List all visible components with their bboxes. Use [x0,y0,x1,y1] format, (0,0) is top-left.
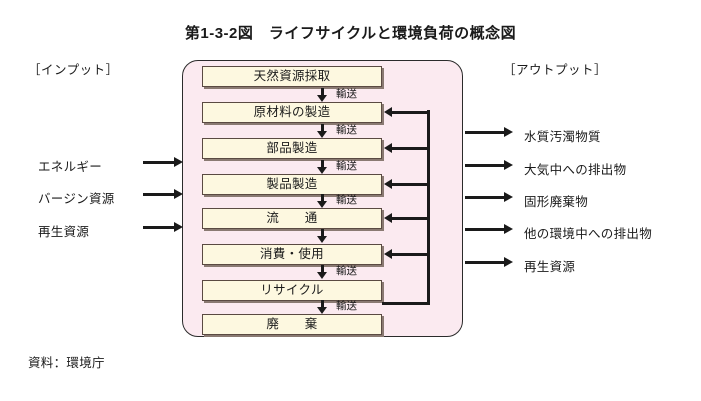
stage-label: 製品製造 [266,177,318,192]
output-label-other-environmental-emissions: 他の環境中への排出物 [524,227,653,241]
output-label-water-pollutants: 水質汚濁物質 [524,130,601,144]
right-arrow-icon [465,127,513,138]
input-label-recycled-resources: 再生資源 [38,225,90,239]
output-label-air-emissions: 大気中への排出物 [524,163,627,177]
right-arrow-icon [465,192,513,203]
stage-box-natural-resource-extraction[interactable]: 天然資源採取 [202,66,382,87]
stage-box-recycle[interactable]: リサイクル [202,280,382,301]
source-note: 資料：環境庁 [28,356,105,370]
output-label-recycled-resources: 再生資源 [524,260,576,274]
input-section-heading: ［インプット］ [28,63,119,77]
transport-label: 輸送 [336,195,357,206]
stage-label: 部品製造 [266,141,318,156]
right-arrow-icon [465,224,513,235]
feedback-arrow-to-distribution [384,213,430,224]
right-arrow-icon [143,157,183,168]
right-arrow-icon [143,189,183,200]
stage-label: 天然資源採取 [253,69,331,84]
stage-box-parts-manufacturing[interactable]: 部品製造 [202,138,382,159]
output-label-solid-waste: 固形廃棄物 [524,195,589,209]
stage-label: 消費・使用 [259,247,324,262]
stage-box-product-manufacturing[interactable]: 製品製造 [202,174,382,195]
figure-title: 第1-3-2図 ライフサイクルと環境負荷の概念図 [184,25,517,42]
transport-label: 輸送 [336,266,357,277]
stage-label: リサイクル [260,283,324,298]
feedback-bus-bottom-segment [382,302,430,305]
stage-label: 廃 棄 [266,317,318,332]
feedback-bus-line [427,110,430,305]
feedback-arrow-to-parts [384,143,430,154]
feedback-arrow-to-raw-material [384,107,430,118]
transport-label: 輸送 [336,89,357,100]
stage-box-distribution[interactable]: 流 通 [202,208,382,229]
right-arrow-icon [143,222,183,233]
stage-box-raw-material-manufacturing[interactable]: 原材料の製造 [202,102,382,123]
stage-box-consumption-use[interactable]: 消費・使用 [202,244,382,265]
input-label-virgin-resources: バージン資源 [38,192,115,206]
right-arrow-icon [465,160,513,171]
feedback-arrow-to-consumption [384,249,430,260]
transport-label: 輸送 [336,301,357,312]
output-section-heading: ［アウトプット］ [503,63,608,77]
stage-label: 原材料の製造 [253,105,331,120]
transport-label: 輸送 [336,125,357,136]
input-label-energy: エネルギー [38,160,103,174]
stage-label: 流 通 [266,211,318,226]
transport-label: 輸送 [336,161,357,172]
stage-box-disposal[interactable]: 廃 棄 [202,314,382,335]
right-arrow-icon [465,257,513,268]
feedback-arrow-to-product [384,179,430,190]
